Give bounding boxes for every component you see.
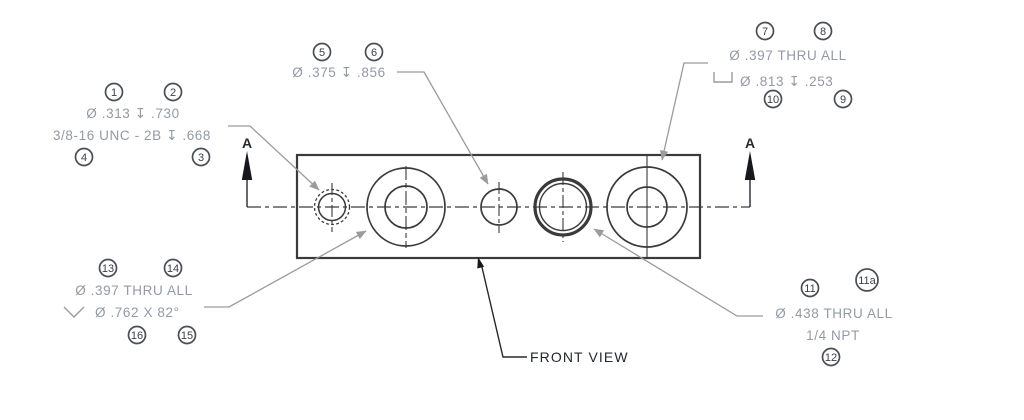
balloon-14 — [163, 258, 183, 278]
balloon-13 — [98, 258, 118, 278]
balloon-8-number: 8 — [820, 26, 826, 38]
balloon-3-number: 3 — [198, 152, 204, 164]
leader-line — [593, 228, 763, 317]
callout-countersunk-hole: 13 14 Ø .397 THRU ALL Ø .762 X 82° 16 15 — [63, 230, 367, 345]
callout-pipe-tap-hole: 11 11a Ø .438 THRU ALL 1/4 NPT 12 — [593, 228, 893, 367]
counterbored-hole-spec-line2: Ø .813 ↧ .253 — [740, 74, 833, 89]
callout-drilled-hole: 5 6 Ø .375 ↧ .856 — [292, 42, 489, 185]
balloon-12-number: 12 — [825, 352, 837, 364]
section-label-right: A — [745, 135, 755, 151]
countersink-icon — [63, 306, 85, 318]
counterbored-hole — [606, 155, 688, 258]
view-label-arrowhead-icon — [477, 257, 485, 269]
pipe-tap-spec-line2: 1/4 NPT — [806, 328, 860, 343]
view-label-leader — [480, 262, 527, 358]
section-label-left: A — [242, 135, 252, 151]
balloon-15-number: 15 — [181, 330, 193, 342]
balloon-4-number: 4 — [81, 152, 87, 164]
section-arrow-left: A — [241, 135, 253, 207]
leader-line — [204, 230, 367, 308]
balloon-10-number: 10 — [767, 94, 779, 106]
balloon-9-number: 9 — [840, 94, 846, 106]
front-view-label-group: FRONT VIEW — [477, 257, 628, 365]
balloon-13-number: 13 — [102, 263, 114, 275]
balloon-16 — [127, 325, 147, 345]
balloon-3 — [191, 147, 211, 167]
balloon-7 — [755, 21, 775, 41]
pipe-tap-spec-line1: Ø .438 THRU ALL — [775, 306, 893, 321]
balloon-4 — [74, 147, 94, 167]
balloon-11 — [800, 278, 820, 298]
balloon-2 — [163, 82, 183, 102]
balloon-1 — [104, 82, 124, 102]
callout-counterbored-hole: 7 8 Ø .397 THRU ALL Ø .813 ↧ .253 10 9 — [660, 21, 853, 161]
balloon-14-number: 14 — [167, 263, 179, 275]
drilled-hole-spec: Ø .375 ↧ .856 — [292, 65, 385, 80]
leader-line — [660, 62, 708, 161]
callout-threaded-hole: 1 2 Ø .313 ↧ .730 3/8-16 UNC - 2B ↧ .668… — [53, 82, 320, 191]
section-line-a: A A — [241, 135, 756, 207]
balloon-15 — [177, 325, 197, 345]
leader-line — [249, 125, 320, 191]
balloon-11-number: 11 — [804, 283, 815, 295]
counterbored-hole-spec-line1: Ø .397 THRU ALL — [729, 48, 847, 63]
balloon-6 — [364, 42, 384, 62]
balloon-12 — [821, 347, 841, 367]
pipe-tapped-hole — [533, 172, 593, 242]
balloon-16-number: 16 — [131, 330, 143, 342]
balloon-7-number: 7 — [762, 26, 768, 38]
balloon-6-number: 6 — [371, 47, 377, 59]
balloon-10 — [763, 89, 783, 109]
counterbore-icon — [713, 72, 733, 83]
threaded-hole-spec-line2: 3/8-16 UNC - 2B ↧ .668 — [53, 128, 211, 143]
threaded-hole-spec-line1: Ø .313 ↧ .730 — [86, 106, 179, 121]
balloon-9 — [833, 89, 853, 109]
part-front-view — [247, 153, 750, 260]
leader-line — [397, 71, 489, 185]
section-arrow-right: A — [744, 135, 756, 207]
countersunk-hole-spec-line1: Ø .397 THRU ALL — [75, 283, 193, 298]
balloon-5 — [312, 42, 332, 62]
balloon-11a-number: 11a — [858, 275, 876, 287]
countersunk-hole — [366, 166, 446, 248]
view-label: FRONT VIEW — [530, 349, 629, 365]
balloon-2-number: 2 — [170, 87, 176, 99]
drilled-hole — [480, 182, 518, 233]
balloon-1-number: 1 — [111, 87, 117, 99]
section-arrow-icon — [241, 151, 253, 180]
balloon-5-number: 5 — [319, 47, 325, 59]
balloon-11a — [855, 268, 879, 292]
tapped-hole — [313, 183, 351, 232]
section-arrow-icon — [744, 151, 756, 180]
balloon-8 — [813, 21, 833, 41]
countersunk-hole-spec-line2: Ø .762 X 82° — [95, 305, 180, 320]
